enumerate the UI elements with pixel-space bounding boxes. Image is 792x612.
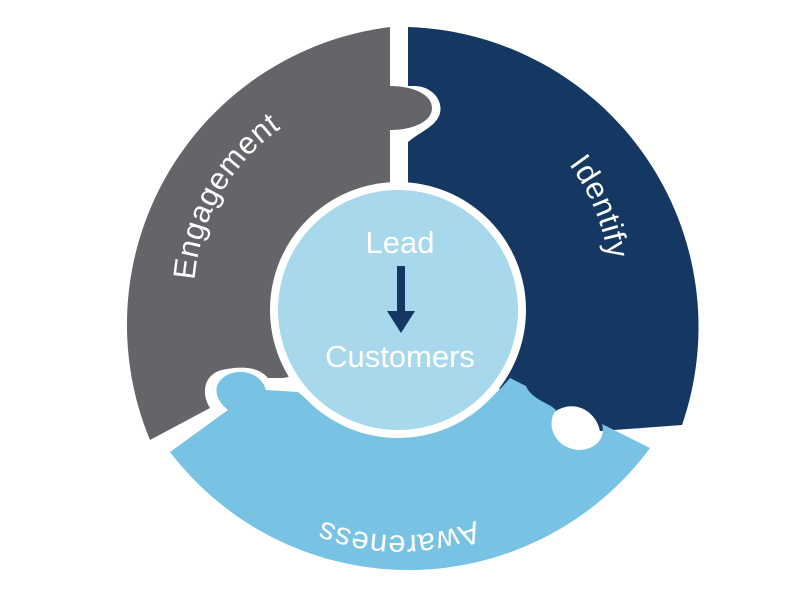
awareness-segment	[170, 371, 650, 571]
center-top-label: Lead	[366, 225, 435, 260]
down-arrow-icon	[387, 266, 415, 333]
center-bottom-label: Customers	[325, 339, 475, 374]
engagement-segment	[126, 27, 432, 440]
